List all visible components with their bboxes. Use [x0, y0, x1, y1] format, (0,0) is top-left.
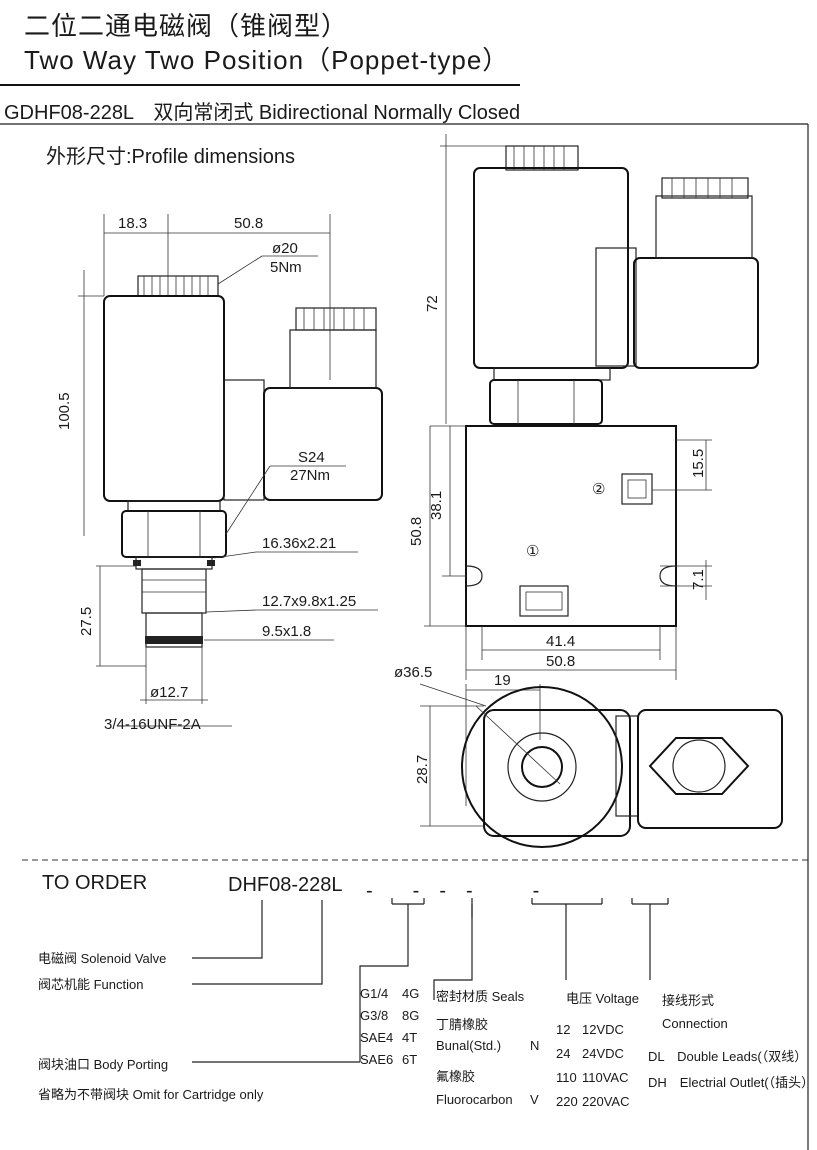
port-2-label: ②: [592, 481, 606, 498]
dim-s24: S24: [298, 449, 325, 466]
port-2-fitting: [621, 473, 653, 505]
order-title: TO ORDER: [42, 872, 148, 894]
volt-3-code: 220: [556, 1094, 578, 1109]
dim-d20: ø20: [272, 240, 298, 257]
dim-16-36: 16.36x2.21: [262, 535, 337, 552]
top-conn-hex: [648, 737, 750, 795]
voltage-title: 电压 Voltage: [566, 991, 639, 1006]
conn-title-en: Connection: [662, 1016, 728, 1031]
cartridge-tip: [145, 612, 203, 648]
model-line: GDHF08-228L 双向常闭式 Bidirectional Normally…: [4, 102, 521, 124]
dim-50-8-bottom: 50.8: [546, 653, 576, 670]
seals-title: 密封材质 Seals: [436, 989, 525, 1004]
seal2-code: V: [530, 1092, 539, 1107]
top-stem-inner: [521, 746, 563, 788]
port-row-2-b: 4T: [402, 1030, 418, 1045]
dim-100-5: 100.5: [56, 392, 73, 430]
coil-body: [103, 295, 225, 502]
coil-stem: [127, 500, 221, 512]
seal1-code: N: [530, 1038, 540, 1053]
port-row-0-a: G1/4: [360, 986, 389, 1001]
order-code: DHF08-228L: [228, 874, 343, 896]
connector-mount: [223, 379, 265, 501]
side-conn-body: [633, 257, 759, 369]
dim-15-5: 15.5: [690, 448, 707, 478]
profile-label: 外形尺寸:Profile dimensions: [46, 146, 295, 168]
hex-nut: [121, 510, 227, 558]
dim-50-8-top: 50.8: [234, 215, 264, 232]
top-coil-circle: [461, 686, 623, 848]
seal2-cn: 氟橡胶: [436, 1069, 476, 1084]
dim-7-1: 7.1: [690, 569, 707, 590]
side-conn-knob: [661, 177, 749, 199]
top-connector: [637, 709, 783, 829]
side-view: [424, 134, 759, 680]
side-conn-cap: [655, 195, 753, 259]
seal1-en: Bunal(Std.): [436, 1038, 502, 1053]
cartridge-collar: [135, 556, 213, 570]
volt-3-label: 220VAC: [582, 1094, 630, 1109]
dim-d36-5: ø36.5: [394, 664, 433, 681]
volt-2-label: 110VAC: [582, 1070, 629, 1085]
top-view: [419, 683, 783, 848]
valve-block: [465, 425, 677, 627]
volt-2-code: 110: [556, 1070, 577, 1085]
dim-12-7x9-8: 12.7x9.8x1.25: [262, 593, 357, 610]
order-porting: 阀块油口 Body Porting: [38, 1057, 169, 1072]
dim-72: 72: [424, 295, 441, 312]
volt-0-label: 12VDC: [582, 1022, 624, 1037]
order-omit: 省略为不带阀块 Omit for Cartridge only: [38, 1087, 264, 1102]
connector-knob: [295, 307, 377, 331]
side-knob: [505, 145, 579, 171]
seal2-en: Fluorocarbon: [436, 1092, 513, 1107]
dim-50-8-side: 50.8: [408, 516, 425, 546]
title-en: Two Way Two Position（Poppet-type）: [24, 45, 510, 75]
port-row-1-b: 8G: [402, 1008, 420, 1023]
order-dashes: - - - - -: [366, 880, 540, 902]
order-lines: [192, 898, 669, 1063]
front-view: [78, 214, 383, 727]
dim-5nm: 5Nm: [270, 259, 302, 276]
connector-cap: [289, 329, 377, 389]
top-coil-square: [483, 709, 631, 837]
side-conn-mount: [595, 247, 637, 367]
top-stem-outer: [507, 732, 577, 802]
port-row-0-b: 4G: [402, 986, 420, 1001]
title-cn: 二位二通电磁阀（锥阀型）: [24, 11, 349, 41]
dim-9-5: 9.5x1.8: [262, 623, 312, 640]
dim-38-1: 38.1: [428, 490, 445, 520]
volt-1-label: 24VDC: [582, 1046, 624, 1061]
side-hex: [489, 379, 603, 425]
volt-1-code: 24: [556, 1046, 571, 1061]
port-1-fitting: [519, 585, 569, 617]
port-row-1-a: G3/8: [360, 1008, 389, 1023]
coil-knob: [137, 275, 219, 297]
dim-27-5: 27.5: [78, 606, 95, 636]
port-row-2-a: SAE4: [360, 1030, 394, 1045]
dim-28-7: 28.7: [414, 754, 431, 784]
order-solenoid: 电磁阀 Solenoid Valve: [38, 951, 167, 966]
dim-27nm: 27Nm: [290, 467, 331, 484]
volt-0-code: 12: [556, 1022, 571, 1037]
o-ring: [145, 636, 203, 644]
cartridge-body: [141, 568, 207, 614]
conn-dl: DL Double Leads(（双线）: [648, 1049, 808, 1064]
port-row-3-a: SAE6: [360, 1052, 394, 1067]
order-function: 阀芯机能 Function: [38, 977, 144, 992]
side-stem: [493, 367, 611, 381]
dim-19: 19: [494, 672, 511, 689]
dim-thread: 3/4-16UNF-2A: [104, 716, 201, 733]
conn-title-cn: 接线形式: [662, 993, 715, 1008]
dim-41-4: 41.4: [546, 633, 576, 650]
port-row-3-b: 6T: [402, 1052, 418, 1067]
seal1-cn: 丁腈橡胶: [436, 1017, 489, 1032]
conn-dh: DH Electrial Outlet(（插头）: [648, 1075, 815, 1090]
dim-18-3: 18.3: [118, 215, 148, 232]
side-coil: [473, 167, 629, 369]
dim-d12-7: ø12.7: [150, 684, 189, 701]
port-1-label: ①: [526, 543, 540, 560]
